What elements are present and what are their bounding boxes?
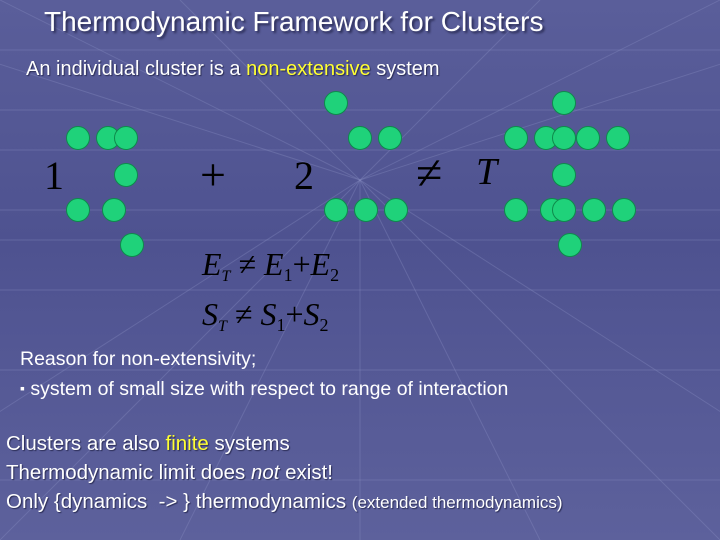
atom-dot (582, 198, 606, 222)
eq-term: E (310, 246, 331, 282)
subtitle: An individual cluster is a non-extensive… (26, 58, 440, 81)
atom-dot (552, 126, 576, 150)
atom-dot (606, 126, 630, 150)
bullet-marker: ▪ (20, 380, 25, 396)
eq-term: E (202, 246, 222, 282)
energy-equation: ET ≠ E1+E2 (202, 246, 339, 286)
atom-dot (504, 126, 528, 150)
atom-dot (504, 198, 528, 222)
atom-dot (102, 198, 126, 222)
atom-dot (552, 163, 576, 187)
line-text: systems (208, 432, 290, 455)
atom-dot (348, 126, 372, 150)
subtitle-suffix: system (370, 58, 440, 80)
atom-dot (552, 198, 576, 222)
entropy-equation: ST ≠ S1+S2 (202, 296, 329, 336)
line-small: (extended thermodynamics) (351, 493, 563, 512)
atom-dot (120, 233, 144, 257)
atom-dot (552, 91, 576, 115)
eq-subscript: 1 (283, 265, 293, 285)
subtitle-prefix: An individual cluster is a (26, 58, 247, 80)
finite-line: Clusters are also finite systems (6, 432, 290, 456)
atom-dot (612, 198, 636, 222)
reason-bullet-text: system of small size with respect to ran… (30, 378, 509, 400)
line-text: Only {dynamics -> } thermodynamics (6, 490, 352, 513)
atom-dot (324, 91, 348, 115)
eq-term: S (202, 296, 218, 332)
eq-subscript: 1 (276, 315, 286, 335)
subtitle-highlight: non-extensive (246, 58, 371, 80)
eq-operator: + (292, 246, 311, 282)
line-text: Clusters are also (6, 432, 166, 455)
eq-subscript: T (221, 268, 231, 285)
atom-dot (558, 233, 582, 257)
atom-dot (324, 198, 348, 222)
eq-operator: + (285, 296, 304, 332)
atom-dot (384, 198, 408, 222)
cluster-1-label: 1 (44, 153, 64, 198)
eq-operator: ≠ (234, 296, 253, 332)
not-equal-sign: ≠ (416, 147, 443, 200)
eq-operator: ≠ (238, 246, 257, 282)
limit-line: Thermodynamic limit does not exist! (6, 461, 333, 485)
plus-sign: + (200, 149, 226, 200)
atom-dot (354, 198, 378, 222)
atom-dot (378, 126, 402, 150)
total-label: T (476, 151, 498, 193)
atom-dot (66, 198, 90, 222)
line-text: Thermodynamic limit does (6, 461, 251, 484)
atom-dot (66, 126, 90, 150)
dynamics-line: Only {dynamics -> } thermodynamics (exte… (6, 490, 563, 514)
reason-bullet: ▪ system of small size with respect to r… (20, 378, 508, 401)
line-highlight: finite (165, 432, 209, 455)
atom-dot (114, 126, 138, 150)
atom-dot (576, 126, 600, 150)
eq-subscript: 2 (330, 265, 340, 285)
cluster-2-label: 2 (294, 153, 314, 198)
eq-term: S (260, 296, 277, 332)
line-emphasis: not (250, 461, 280, 484)
reason-heading: Reason for non-extensivity; (20, 348, 257, 370)
line-text: exist! (279, 461, 333, 484)
eq-subscript: T (218, 318, 227, 335)
eq-term: S (303, 296, 320, 332)
eq-term: E (264, 246, 284, 282)
atom-dot (114, 163, 138, 187)
slide-title: Thermodynamic Framework for Clusters (44, 6, 544, 37)
eq-subscript: 2 (319, 315, 329, 335)
